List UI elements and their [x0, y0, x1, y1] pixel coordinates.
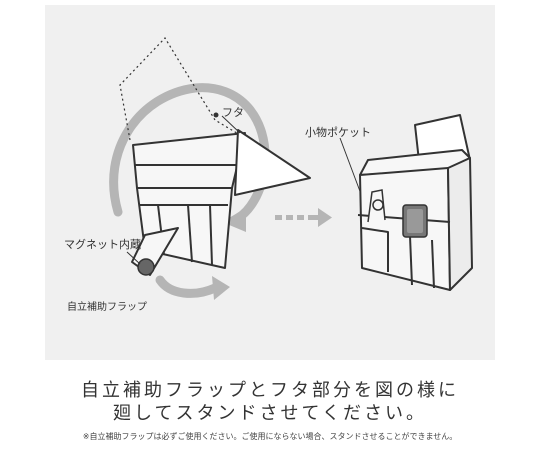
label-lid: フタ: [222, 106, 244, 119]
label-small-pocket: 小物ポケット: [305, 126, 371, 139]
rotation-arrow-bottom: [155, 275, 220, 298]
label-magnet: マグネット内蔵: [64, 238, 141, 251]
transition-arrow: [275, 208, 332, 227]
lid-motion-dotted: [119, 37, 241, 141]
lid-flap: [234, 129, 311, 196]
rotation-arrowhead-bottom: [212, 276, 230, 300]
label-support-flap: 自立補助フラップ: [67, 302, 147, 313]
magnet-dot: [137, 258, 155, 276]
caption-note: ※自立補助フラップは必ずご使用ください。ご使用にならない場合、スタンドさせること…: [82, 432, 458, 441]
caption-line-2: 廻してスタンドさせてください。: [113, 403, 427, 424]
rotation-arrowhead-large: [222, 208, 246, 232]
caption-line-1: 自立補助フラップとフタ部分を図の様に: [81, 380, 459, 401]
